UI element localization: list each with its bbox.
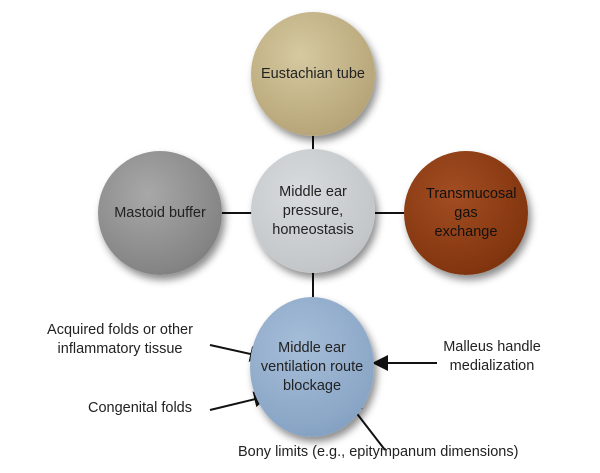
node-mastoid-buffer: Mastoid buffer <box>98 151 222 275</box>
node-label: Middle ear ventilation route blockage <box>260 339 364 394</box>
node-label: Transmucosal gas exchange <box>426 185 517 240</box>
node-eustachian-tube: Eustachian tube <box>251 12 375 136</box>
label-bony-limits: Bony limits (e.g., epitympanum dimension… <box>238 444 519 460</box>
node-label: Middle ear pressure, homeostasis <box>272 183 354 238</box>
label-congenital-folds: Congenital folds <box>88 400 192 416</box>
label-malleus-handle: Malleus handle medialization <box>443 339 541 374</box>
label-acquired-folds: Acquired folds or other inflammatory tis… <box>47 322 193 357</box>
node-middle-ear-pressure: Middle ear pressure, homeostasis <box>251 149 375 273</box>
node-label: Mastoid buffer <box>114 204 206 221</box>
node-transmucosal-gas-exchange: Transmucosal gas exchange <box>404 151 528 275</box>
node-label: Eustachian tube <box>261 65 365 82</box>
node-ventilation-blockage: Middle ear ventilation route blockage <box>250 297 374 437</box>
